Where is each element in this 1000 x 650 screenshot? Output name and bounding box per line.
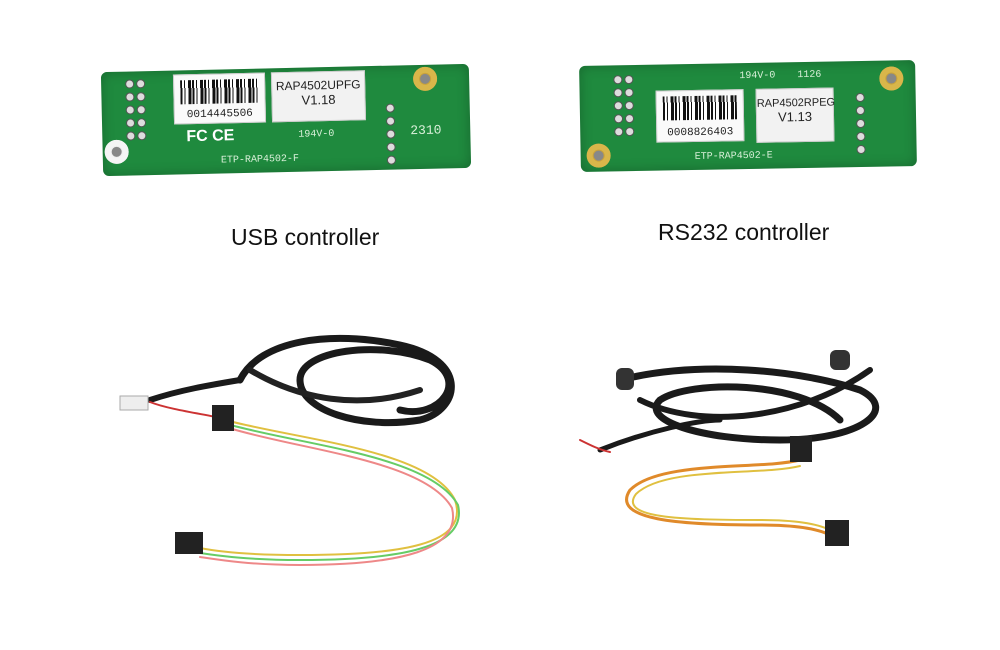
usb-caption: USB controller — [231, 224, 380, 250]
connector — [175, 532, 203, 554]
connector — [825, 520, 849, 546]
rs232-caption: RS232 controller — [658, 219, 830, 245]
usb-cable — [119, 334, 460, 567]
connector — [616, 368, 634, 390]
rs232-cable — [579, 350, 880, 546]
connector — [830, 350, 850, 370]
connector — [790, 436, 812, 462]
connector — [212, 405, 234, 431]
connector — [119, 395, 149, 411]
